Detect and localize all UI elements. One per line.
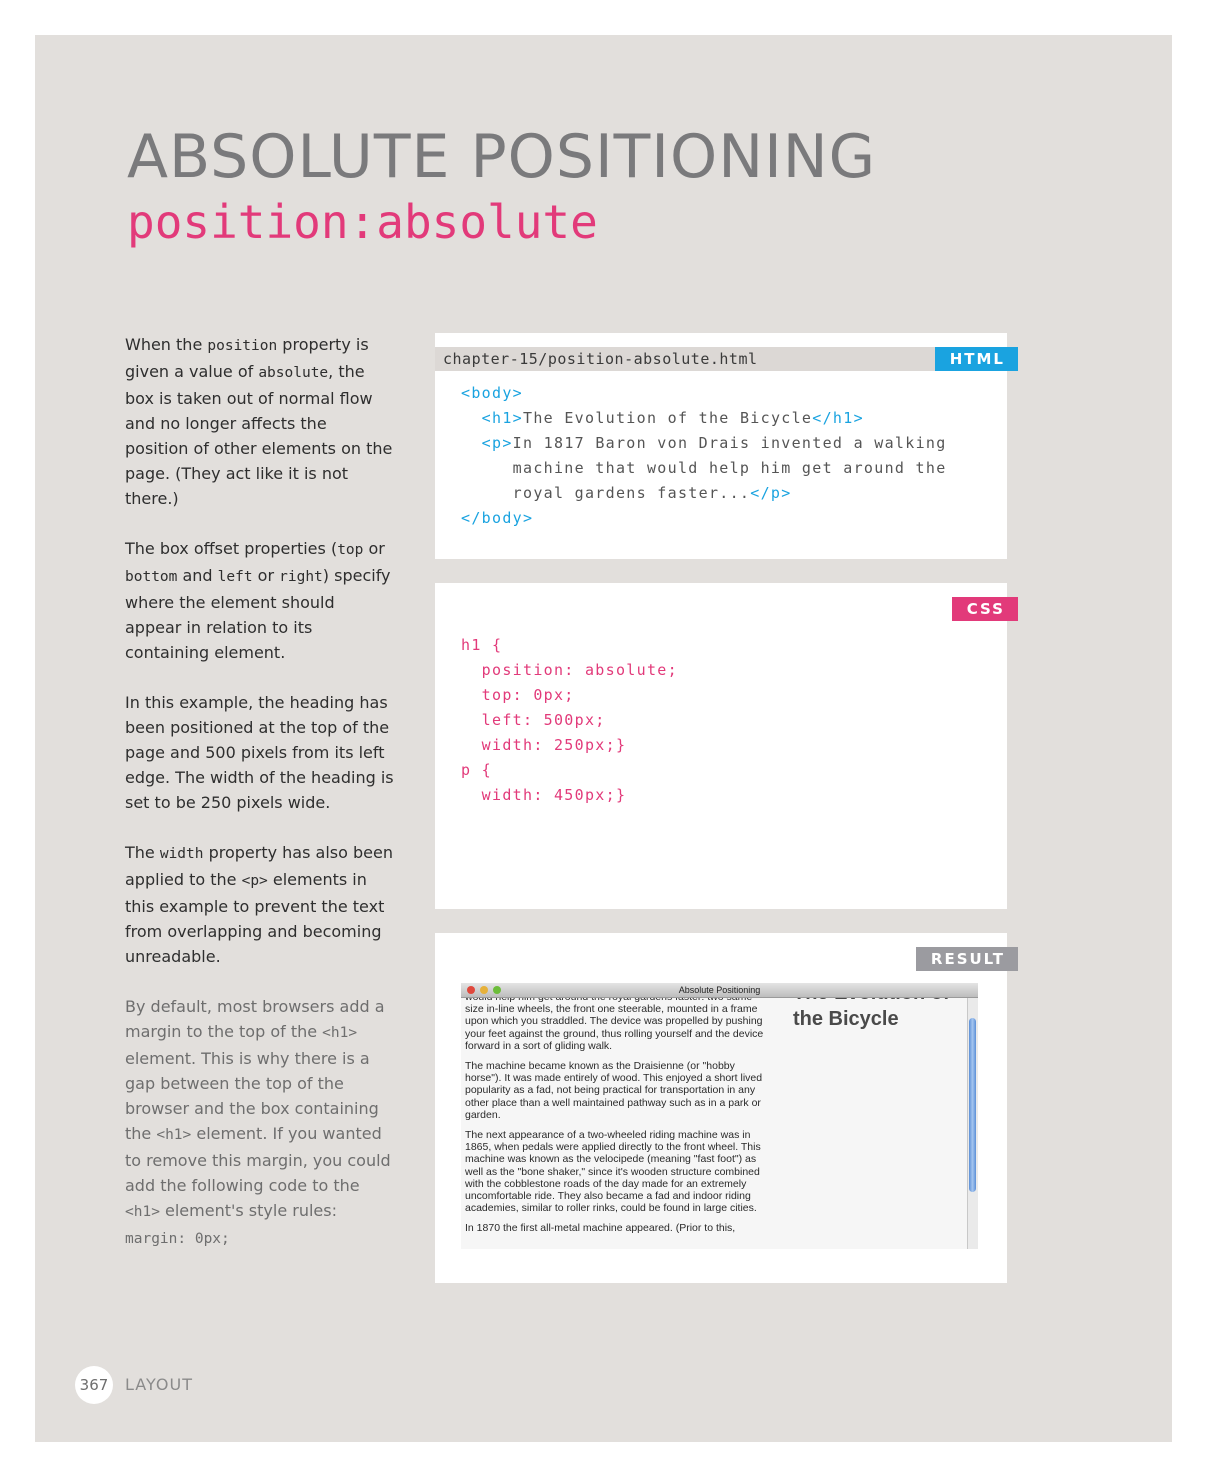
inline-code: bottom [125, 569, 178, 585]
code-line: h1 { [461, 636, 503, 654]
screenshot-body-text: would help him get around the royal gard… [465, 991, 771, 1243]
code-line: machine that would help him get around t… [461, 459, 947, 477]
paragraph-position: When the position property is given a va… [125, 335, 393, 508]
css-code-block: h1 { position: absolute; top: 0px; left:… [461, 633, 678, 808]
screenshot-paragraph: The machine became known as the Draisien… [465, 1060, 763, 1121]
screenshot-paragraph: In 1870 the first all-metal machine appe… [465, 1222, 736, 1235]
html-code-panel: chapter-15/position-absolute.html HTML <… [435, 333, 1018, 559]
inline-code: margin: 0px; [125, 1231, 230, 1247]
code-tag: <p> [481, 434, 513, 452]
code-line: width: 250px;} [461, 736, 627, 754]
browser-titlebar: Absolute Positioning [461, 983, 978, 998]
code-line: <body> [461, 384, 523, 402]
inline-code: <h1> [322, 1025, 358, 1041]
inline-code: <h1> [125, 1204, 160, 1220]
browser-window-title: Absolute Positioning [678, 985, 761, 995]
code-line: </body> [461, 509, 533, 527]
css-label-tag: CSS [951, 597, 1018, 621]
result-panel: RESULT would help him get around the roy… [435, 933, 1018, 1283]
code-text: The Evolution of the Bicycle [523, 409, 813, 427]
browser-scrollbar [967, 998, 978, 1249]
css-code-panel: CSS h1 { position: absolute; top: 0px; l… [435, 583, 1018, 909]
inline-code: position [207, 338, 278, 354]
page-title: ABSOLUTE POSITIONING [127, 122, 877, 192]
result-label-tag: RESULT [915, 947, 1018, 971]
book-page: ABSOLUTE POSITIONING position:absolute W… [35, 35, 1172, 1442]
inline-code: width [159, 846, 204, 862]
paragraph-offsets: The box offset properties (top or bottom… [125, 539, 391, 662]
paragraph-width: The width property has also been applied… [125, 843, 393, 966]
code-line: width: 450px;} [461, 786, 627, 804]
browser-screenshot: would help him get around the royal gard… [461, 983, 978, 1249]
code-text: In 1817 Baron von Drais invented a walki… [512, 434, 947, 452]
minimize-dot-icon [480, 986, 488, 994]
code-line: <h1>The Evolution of the Bicycle</h1> [461, 409, 864, 427]
scrollbar-thumb [969, 1018, 976, 1192]
code-tag: </p> [750, 484, 792, 502]
zoom-dot-icon [493, 986, 501, 994]
code-text: royal gardens faster... [512, 484, 751, 502]
inline-code: right [279, 569, 323, 585]
page-subtitle: position:absolute [127, 195, 598, 249]
inline-code: <h1> [156, 1127, 192, 1143]
explanation-column: When the position property is given a va… [125, 332, 395, 1277]
code-tag: </h1> [812, 409, 864, 427]
paragraph-example: In this example, the heading has been po… [125, 693, 394, 812]
code-line: p { [461, 761, 492, 779]
close-dot-icon [467, 986, 475, 994]
code-tag: <h1> [481, 409, 523, 427]
inline-code: <p> [241, 873, 268, 889]
html-label-tag: HTML [934, 347, 1018, 371]
code-line: left: 500px; [461, 711, 606, 729]
screenshot-paragraph: would help him get around the royal gard… [465, 991, 764, 1052]
code-text: machine that would help him get around t… [512, 459, 947, 477]
code-line: top: 0px; [461, 686, 575, 704]
code-line: <p>In 1817 Baron von Drais invented a wa… [461, 434, 947, 452]
filename: chapter-15/position-absolute.html [443, 350, 758, 368]
inline-code: absolute [258, 365, 329, 381]
paragraph-margin-note: By default, most browsers add a margin t… [125, 997, 391, 1247]
filename-bar: chapter-15/position-absolute.html [435, 347, 1018, 371]
screenshot-paragraph: The next appearance of a two-wheeled rid… [465, 1129, 761, 1215]
page-number: 367 [75, 1366, 113, 1404]
code-tag: <body> [461, 384, 523, 402]
inline-code: left [217, 569, 253, 585]
code-tag: </body> [461, 509, 534, 527]
code-line: position: absolute; [461, 661, 678, 679]
code-line: royal gardens faster...</p> [461, 484, 792, 502]
html-code-block: <body> <h1>The Evolution of the Bicycle<… [461, 381, 947, 531]
inline-code: top [337, 542, 364, 558]
section-name: LAYOUT [125, 1375, 193, 1394]
